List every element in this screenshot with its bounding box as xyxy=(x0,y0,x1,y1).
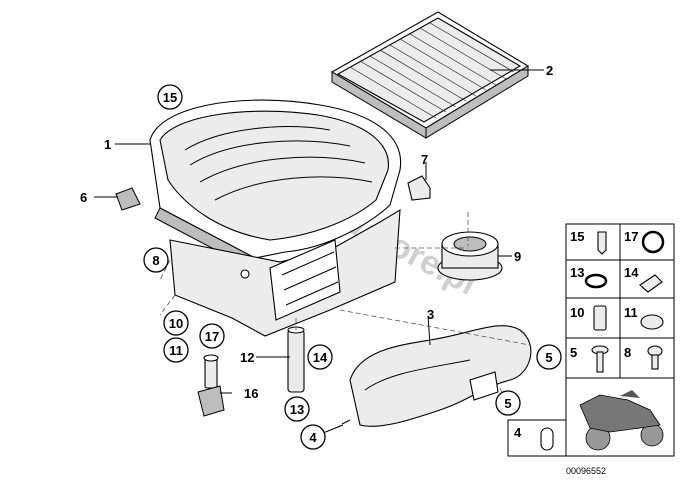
callout-4: 4 xyxy=(309,430,317,445)
legend-label-10: 10 xyxy=(570,305,584,320)
callout-circle-17 xyxy=(199,323,225,349)
callout-circle-14 xyxy=(307,344,333,370)
legend-cell-8[interactable] xyxy=(619,337,675,379)
grommet-part-9[interactable] xyxy=(437,231,503,281)
legend-label-15: 15 xyxy=(570,229,584,244)
clip-icon xyxy=(597,231,607,255)
legend-cell-17[interactable] xyxy=(619,223,675,261)
callout-circle-11 xyxy=(163,337,189,363)
callout-9: 9 xyxy=(514,249,521,264)
air-box-housing[interactable] xyxy=(149,99,402,337)
rubber-bumper-icon xyxy=(647,345,663,370)
callout-16: 16 xyxy=(244,386,258,401)
diagram-code: 00096552 xyxy=(566,466,606,476)
sleeve-icon xyxy=(593,305,607,331)
callout-circle-5a xyxy=(536,344,562,370)
motorcycle-icon xyxy=(579,390,664,451)
legend-label-14: 14 xyxy=(624,265,639,280)
parts-legend-grid: 15 17 13 14 10 11 5 8 4 xyxy=(507,223,675,457)
callout-circle-8 xyxy=(143,247,169,273)
callout-circle-15 xyxy=(157,84,183,110)
callout-14: 14 xyxy=(313,350,328,365)
air-filter-element[interactable] xyxy=(330,11,530,139)
callout-2: 2 xyxy=(546,63,553,78)
hose-clamp-icon xyxy=(584,273,608,289)
legend-label-8: 8 xyxy=(624,345,631,360)
callout-12: 12 xyxy=(240,350,254,365)
legend-label-5: 5 xyxy=(570,345,577,360)
callout-circle-5b xyxy=(495,390,521,416)
legend-cell-4[interactable] xyxy=(507,419,567,457)
legend-cell-10[interactable] xyxy=(565,297,621,339)
intake-duct-part-3[interactable] xyxy=(341,325,532,427)
legend-label-13: 13 xyxy=(570,265,584,280)
callout-5a: 5 xyxy=(545,350,552,365)
o-ring-icon xyxy=(641,230,665,254)
callout-circle-4 xyxy=(300,424,326,450)
leader-lines xyxy=(94,69,544,438)
cable-tie-icon xyxy=(639,274,663,293)
callout-15: 15 xyxy=(163,90,177,105)
callout-circle-13 xyxy=(284,396,310,422)
callout-10: 10 xyxy=(169,316,183,331)
legend-label-11: 11 xyxy=(624,305,638,320)
legend-label-17: 17 xyxy=(624,229,638,244)
callout-17: 17 xyxy=(205,329,219,344)
callout-8: 8 xyxy=(152,253,159,268)
cap-icon xyxy=(540,427,554,451)
clip-part-7[interactable] xyxy=(407,175,431,201)
callout-5b: 5 xyxy=(504,396,511,411)
legend-cell-5[interactable] xyxy=(565,337,621,379)
legend-label-4: 4 xyxy=(514,425,522,440)
callout-11: 11 xyxy=(169,343,183,358)
callout-13: 13 xyxy=(290,402,304,417)
clamp-icon xyxy=(640,314,664,330)
callout-7: 7 xyxy=(421,152,428,167)
hose-part-12[interactable] xyxy=(287,326,305,393)
valve-part-16[interactable] xyxy=(197,354,225,417)
callout-6: 6 xyxy=(80,190,87,205)
callout-3: 3 xyxy=(427,307,434,322)
callout-circle-10 xyxy=(163,310,189,336)
screw-icon xyxy=(591,345,609,373)
callout-1: 1 xyxy=(104,137,111,152)
pad-part-6[interactable] xyxy=(115,187,141,211)
